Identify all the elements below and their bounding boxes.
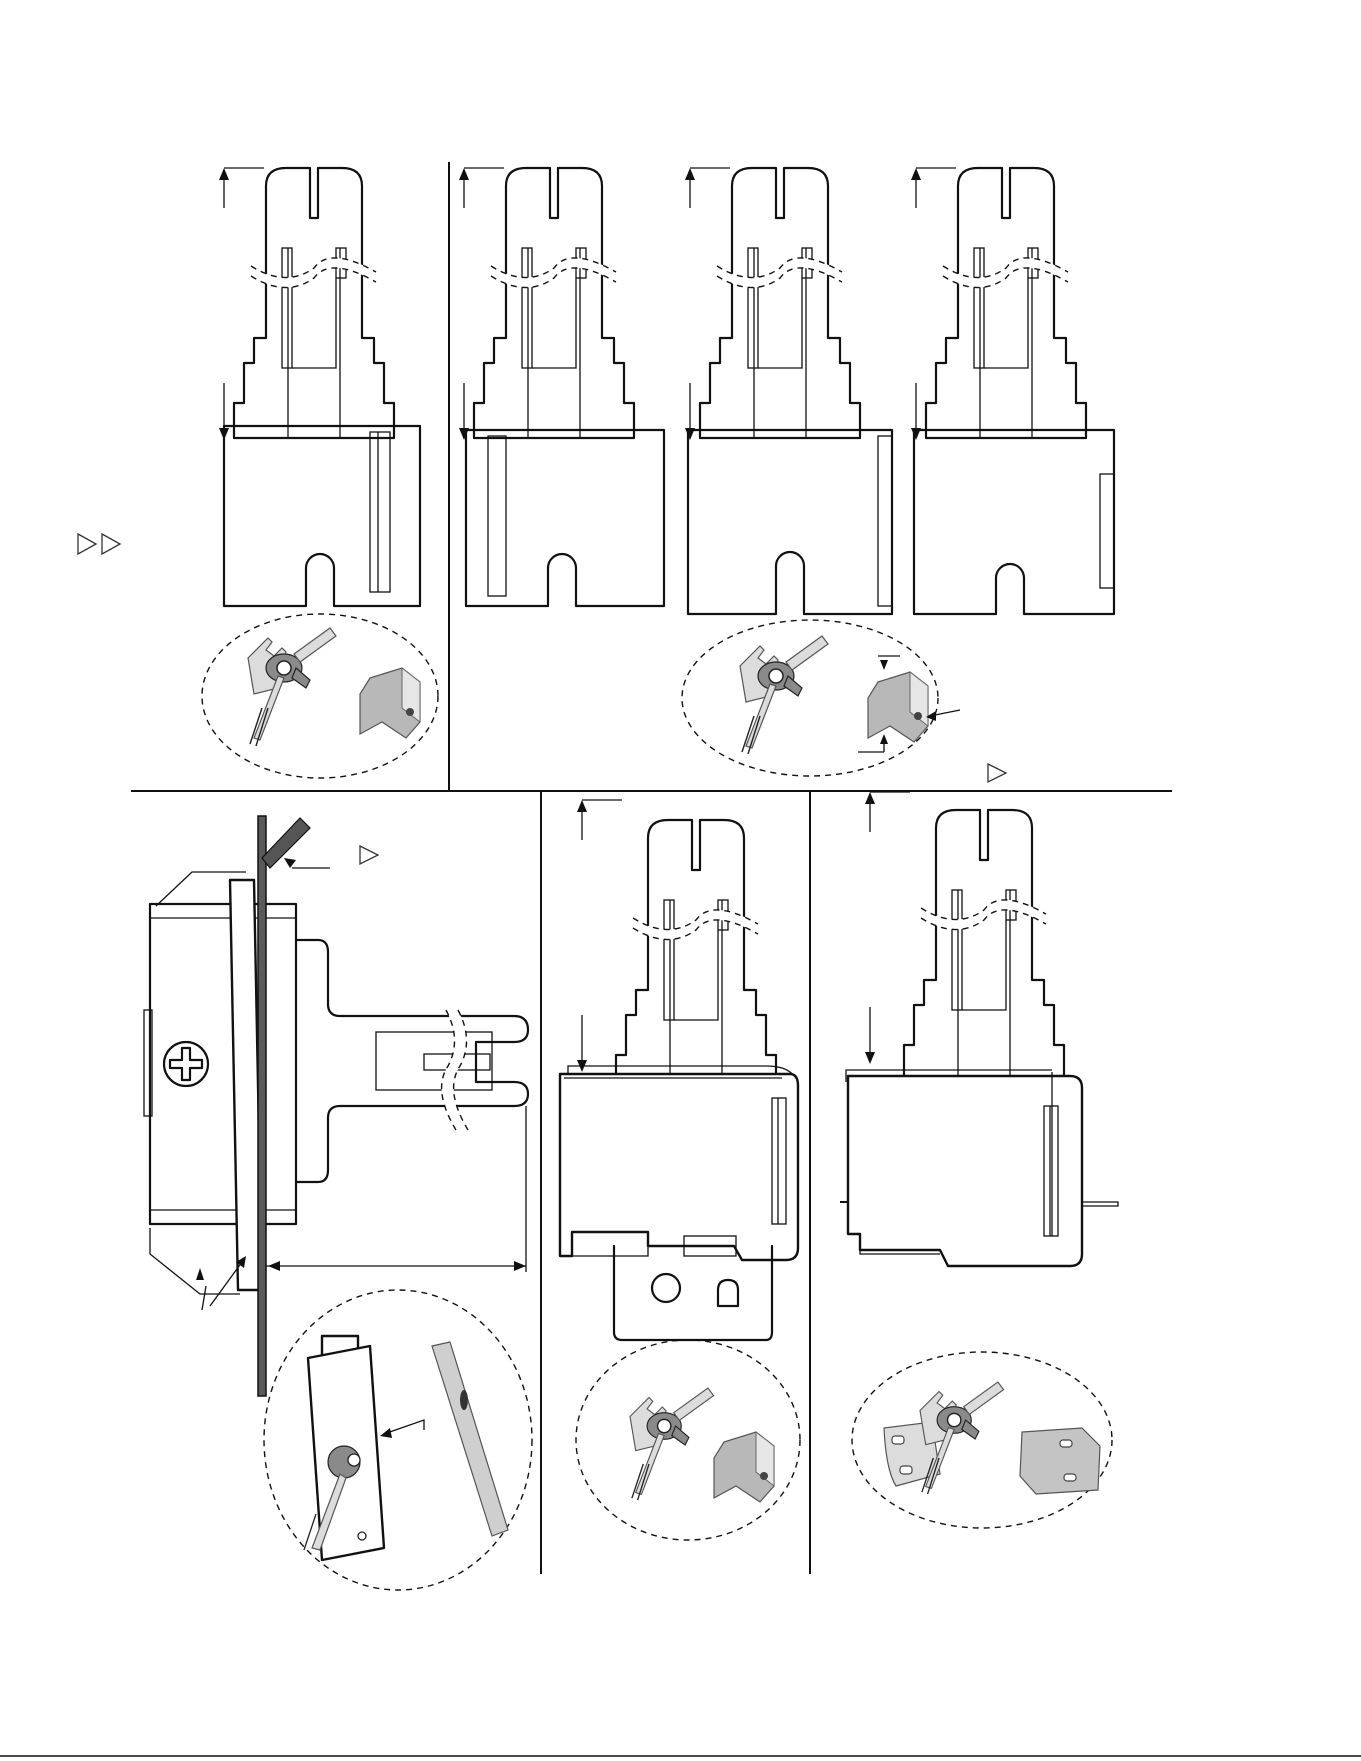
- triangle-outline-icon: [988, 764, 1006, 782]
- boxed-sensor-body-2: [840, 1070, 1118, 1266]
- triangle-outline-icon: [360, 846, 378, 864]
- probe-outline: [234, 168, 394, 438]
- triangle-outline-icon: [78, 534, 96, 554]
- detail-callout-3: [264, 1290, 532, 1590]
- detail-callout-1: [202, 614, 438, 778]
- note-triangles: [78, 534, 120, 554]
- detail-callout-2: [682, 620, 1006, 782]
- panel-flat-right-window: [911, 168, 1114, 614]
- panel-flat-left-slot: [459, 168, 664, 606]
- detail-callout-5: [852, 1352, 1112, 1528]
- panel-side-view-bracket: [144, 816, 528, 1396]
- panel-boxed-with-tab: [577, 800, 776, 1090]
- detail-callout-4: [576, 1340, 800, 1540]
- length-dimension: [219, 168, 264, 440]
- boxed-sensor-body: [560, 1066, 798, 1340]
- triangle-outline-icon: [102, 534, 120, 554]
- panel-flat-right-slot: [219, 168, 420, 606]
- panel-dividers: [131, 162, 1172, 1574]
- panel-flat-right-edge: [685, 168, 892, 614]
- panel-boxed-with-pins: [865, 792, 1064, 1080]
